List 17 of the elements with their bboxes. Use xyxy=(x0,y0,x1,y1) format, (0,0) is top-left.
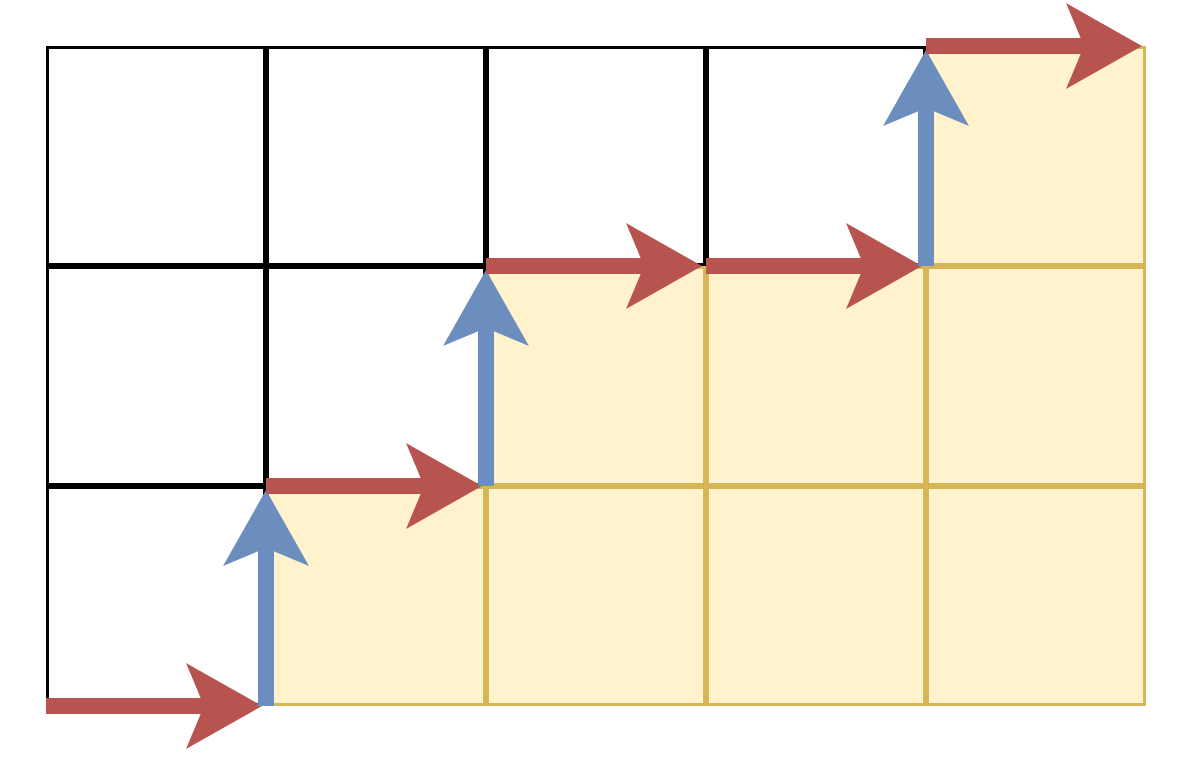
grid-cell xyxy=(46,266,266,486)
arrow xyxy=(706,223,922,309)
arrow xyxy=(223,490,309,706)
shaded-grid-cell xyxy=(706,486,926,706)
arrow xyxy=(46,663,262,749)
shaded-grid-cell xyxy=(926,486,1146,706)
shaded-grid-cell xyxy=(486,486,706,706)
arrow xyxy=(926,3,1142,89)
shaded-grid-cell xyxy=(706,266,926,486)
grid-cell xyxy=(266,46,486,266)
arrow xyxy=(883,50,969,266)
arrow xyxy=(443,270,529,486)
grid-cell xyxy=(46,46,266,266)
grid-cell xyxy=(486,46,706,266)
arrow xyxy=(486,223,702,309)
arrow xyxy=(266,443,482,529)
shaded-grid-cell xyxy=(926,266,1146,486)
